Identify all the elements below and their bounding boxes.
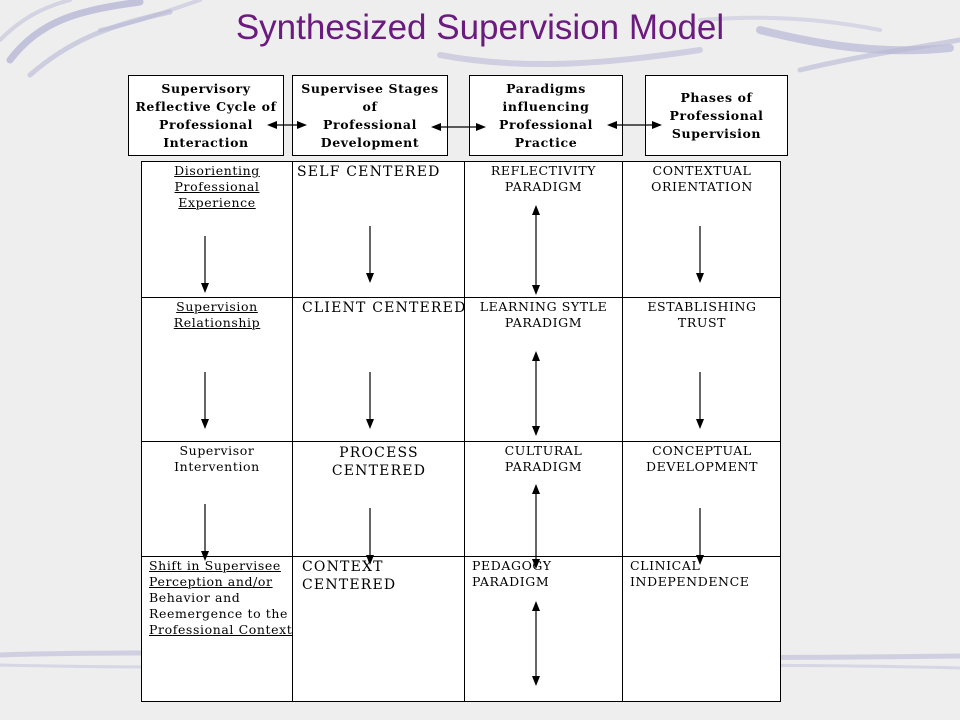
header-phases: Phases of Professional Supervision: [645, 75, 788, 156]
cycle-shift-line: Reemergence to the: [149, 606, 289, 621]
cycle-shift-line: Perception and/or: [149, 574, 273, 589]
header-label: Supervisory Reflective Cycle of Professi…: [135, 80, 277, 150]
cycle-shift-line: Behavior and: [149, 590, 241, 605]
header-supervisee-stages: Supervisee Stages of Professional Develo…: [292, 75, 448, 156]
header-label: Phases of Professional Supervision: [669, 89, 764, 141]
header-label: Paradigms influencing Professional Pract…: [499, 80, 593, 150]
paradigm-cultural: CULTURAL PARADIGM: [504, 443, 583, 474]
paradigm-learning-style: LEARNING SYTLE PARADIGM: [479, 299, 608, 330]
stage-process-centered: PROCESS CENTERED: [331, 445, 427, 479]
stage-context-centered: CONTEXT CENTERED: [302, 559, 397, 593]
page-title: Synthesized Supervision Model: [235, 8, 725, 47]
stage-self-centered: SELF CENTERED: [297, 164, 441, 180]
header-reflective-cycle: Supervisory Reflective Cycle of Professi…: [128, 75, 284, 156]
phase-clinical-independence: CLINICAL INDEPENDENCE: [630, 558, 750, 589]
paradigm-pedagogy: PEDAGOGY PARADIGM: [472, 558, 552, 589]
cycle-step-relationship: Supervision Relationship: [173, 299, 261, 330]
phase-conceptual-development: CONCEPTUAL DEVELOPMENT: [645, 443, 759, 474]
cycle-shift-line: Professional Context: [149, 622, 293, 637]
stage-client-centered: CLIENT CENTERED: [302, 300, 467, 316]
phase-contextual-orientation: CONTEXTUAL ORIENTATION: [651, 163, 753, 194]
paradigm-reflectivity: REFLECTIVITY PARADIGM: [490, 163, 597, 194]
header-label: Supervisee Stages of Professional Develo…: [301, 80, 439, 150]
phase-establishing-trust: ESTABLISHING TRUST: [647, 299, 757, 330]
cycle-step-intervention: Supervisor Intervention: [174, 443, 260, 474]
cycle-shift-line: Shift in Supervisee: [149, 558, 281, 573]
cycle-step-disorienting: Disorienting Professional Experience: [174, 163, 260, 210]
model-grid: [141, 161, 781, 702]
header-paradigms: Paradigms influencing Professional Pract…: [469, 75, 623, 156]
